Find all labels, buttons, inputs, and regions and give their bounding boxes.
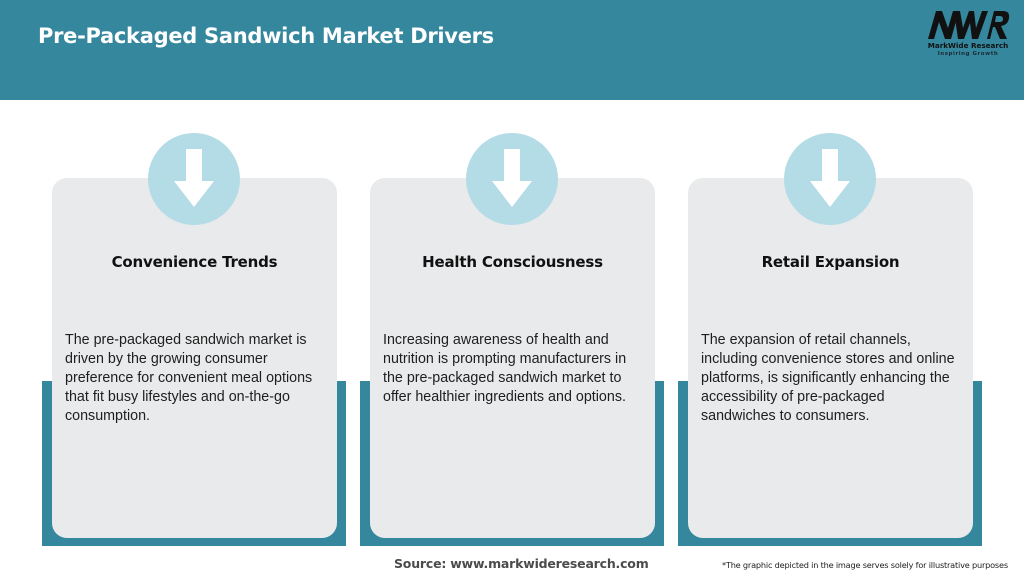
mwr-logo-icon xyxy=(928,11,1010,39)
card-description: The expansion of retail channels, includ… xyxy=(701,332,955,424)
card-description: Increasing awareness of health and nutri… xyxy=(383,332,627,405)
arrow-down-icon xyxy=(810,149,850,207)
logo-tagline: Inspiring Growth xyxy=(937,51,999,57)
icon-circle xyxy=(784,133,876,225)
icon-circle xyxy=(148,133,240,225)
illustrative-disclaimer: *The graphic depicted in the image serve… xyxy=(722,560,1008,570)
driver-card-retail-expansion: Retail Expansion The expansion of retail… xyxy=(688,178,973,538)
icon-circle xyxy=(466,133,558,225)
driver-card-health-consciousness: Health Consciousness Increasing awarenes… xyxy=(370,178,655,538)
page-title: Pre-Packaged Sandwich Market Drivers xyxy=(38,24,494,48)
driver-card-convenience-trends: Convenience Trends The pre-packaged sand… xyxy=(52,178,337,538)
card-description: The pre-packaged sandwich market is driv… xyxy=(65,332,313,424)
arrow-down-icon xyxy=(492,149,532,207)
logo-company-name: MarkWide Research xyxy=(927,41,1009,50)
header-banner: Pre-Packaged Sandwich Market Drivers Mar… xyxy=(0,0,1024,100)
markwide-research-logo: MarkWide Research Inspiring Growth xyxy=(922,10,1014,58)
arrow-down-icon xyxy=(174,149,214,207)
card-title: Convenience Trends xyxy=(111,253,278,271)
source-credit: Source: www.markwideresearch.com xyxy=(394,556,649,571)
card-title: Health Consciousness xyxy=(422,253,603,271)
card-title: Retail Expansion xyxy=(761,253,900,271)
